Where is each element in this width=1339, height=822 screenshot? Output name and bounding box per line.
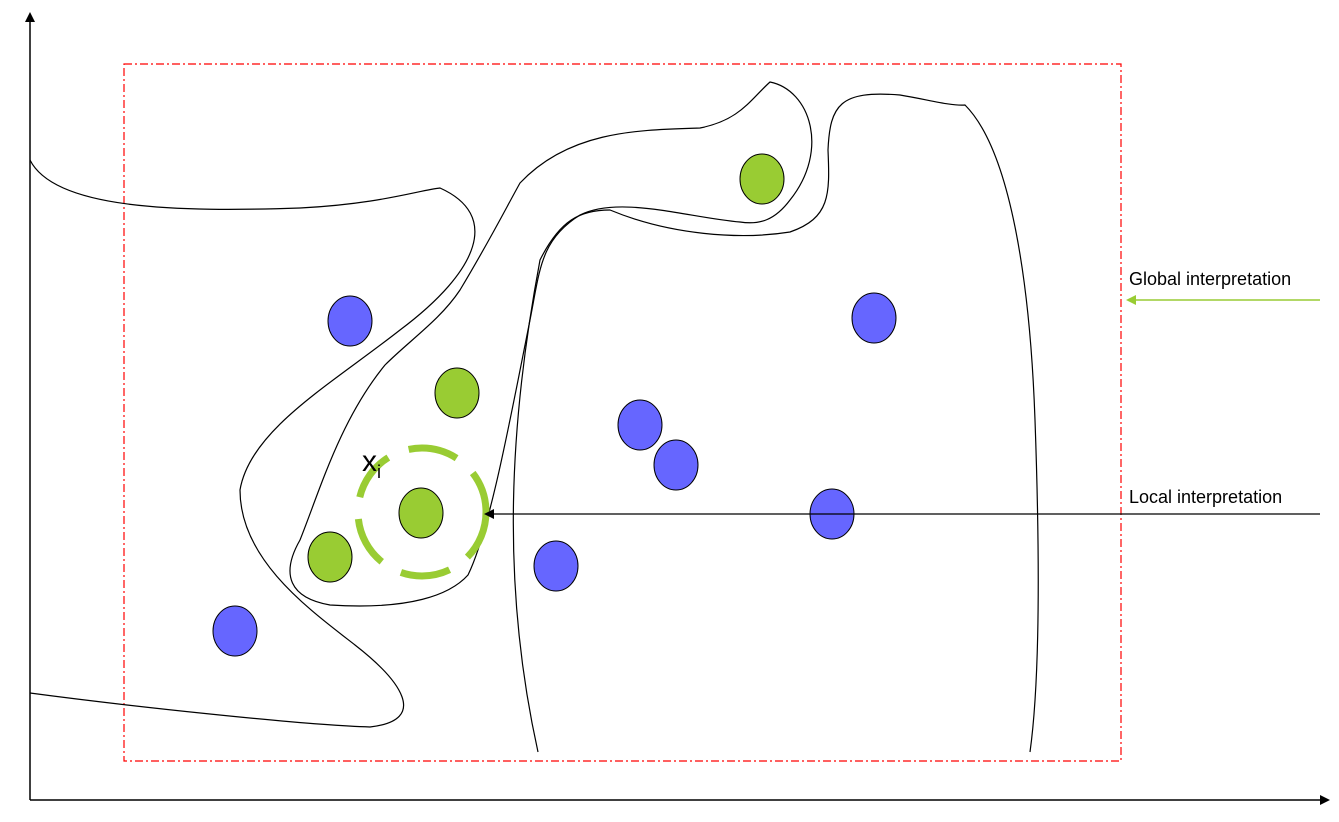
left-region-boundary <box>29 159 476 728</box>
blue-point <box>617 399 663 451</box>
green-point <box>307 531 353 583</box>
blue-point <box>533 540 579 592</box>
green-point <box>434 367 480 419</box>
xi-subscript: i <box>377 462 381 482</box>
green-point-xi <box>398 487 444 539</box>
global-interpretation-label: Global interpretation <box>1129 269 1292 289</box>
blue-point <box>327 295 373 347</box>
local-interpretation-label: Local interpretation <box>1129 487 1283 507</box>
xi-label: xi <box>362 447 381 487</box>
right-region-boundary <box>512 93 1039 753</box>
global-frame <box>123 63 1122 762</box>
green-point <box>739 153 785 205</box>
xi-symbol: x <box>362 445 377 478</box>
blue-point <box>851 292 897 344</box>
blue-point <box>653 439 699 491</box>
middle-region-boundary <box>289 81 813 607</box>
blue-point <box>212 605 258 657</box>
